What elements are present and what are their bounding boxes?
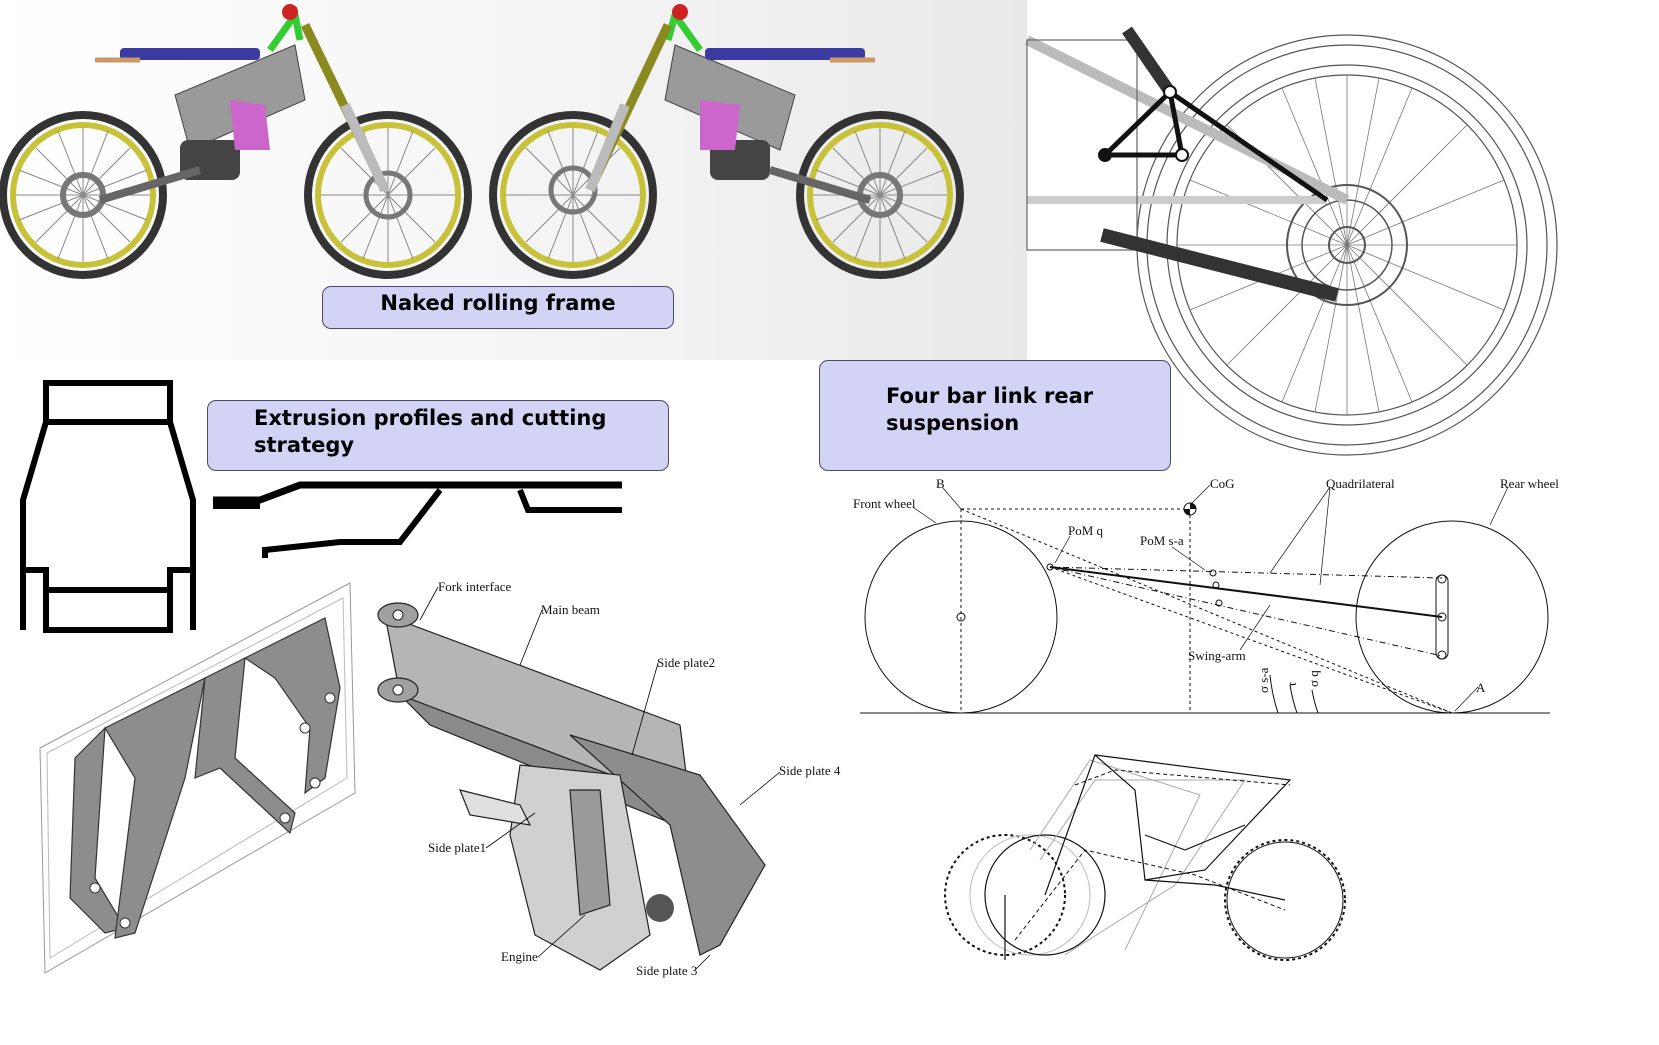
label-tau: τ: [1284, 682, 1299, 687]
callout-rolling-frame-text: Naked rolling frame: [380, 291, 616, 315]
label-sigma-q: σ q: [1306, 670, 1321, 687]
bike-right-render: [489, 4, 964, 279]
four-bar-kinematic-diagram: B CoG Quadrilateral Rear wheel Front whe…: [853, 476, 1559, 714]
label-front-wheel: Front wheel: [853, 496, 916, 511]
extrusion-cutting-strategy: [213, 481, 622, 558]
callout-suspension: Four bar link rear suspension: [819, 360, 1171, 471]
label-engine: Engine: [501, 949, 538, 964]
label-swing-arm: Swing-arm: [1188, 648, 1246, 663]
rear-wheel: [0, 111, 167, 279]
label-cog: CoG: [1210, 476, 1235, 491]
rear-wheel: [796, 111, 964, 279]
main-beam-assembly: Fork interface Main beam Side plate2 Sid…: [377, 579, 841, 978]
label-sigma-sa: σ s-a: [1256, 667, 1271, 693]
label-pom-q: PoM q: [1068, 523, 1104, 538]
rear-suspension-drawing: [1024, 26, 1558, 456]
callout-extrusion-text: Extrusion profiles and cutting strategy: [254, 406, 607, 457]
label-b: B: [936, 476, 945, 491]
callout-suspension-text: Four bar link rear suspension: [886, 384, 1094, 435]
callout-rolling-frame: Naked rolling frame: [322, 286, 674, 329]
label-quadrilateral: Quadrilateral: [1326, 476, 1395, 491]
label-rear-wheel: Rear wheel: [1500, 476, 1559, 491]
label-side-plate2: Side plate2: [657, 655, 715, 670]
extrusion-profile-section: [20, 380, 196, 633]
side-plate-nesting: [39, 582, 356, 974]
label-side-plate3: Side plate 3: [636, 963, 697, 978]
geometry-overlay-sketch: [944, 753, 1346, 961]
bike-left-render: [0, 4, 472, 279]
front-wheel: [489, 111, 657, 279]
label-main-beam: Main beam: [541, 602, 600, 617]
callout-extrusion: Extrusion profiles and cutting strategy: [207, 400, 669, 471]
label-side-plate1: Side plate1: [428, 840, 486, 855]
label-pom-sa: PoM s-a: [1140, 533, 1184, 548]
front-wheel: [304, 111, 472, 279]
label-a: A: [1476, 680, 1486, 695]
label-side-plate4: Side plate 4: [779, 763, 841, 778]
label-fork-interface: Fork interface: [438, 579, 512, 594]
